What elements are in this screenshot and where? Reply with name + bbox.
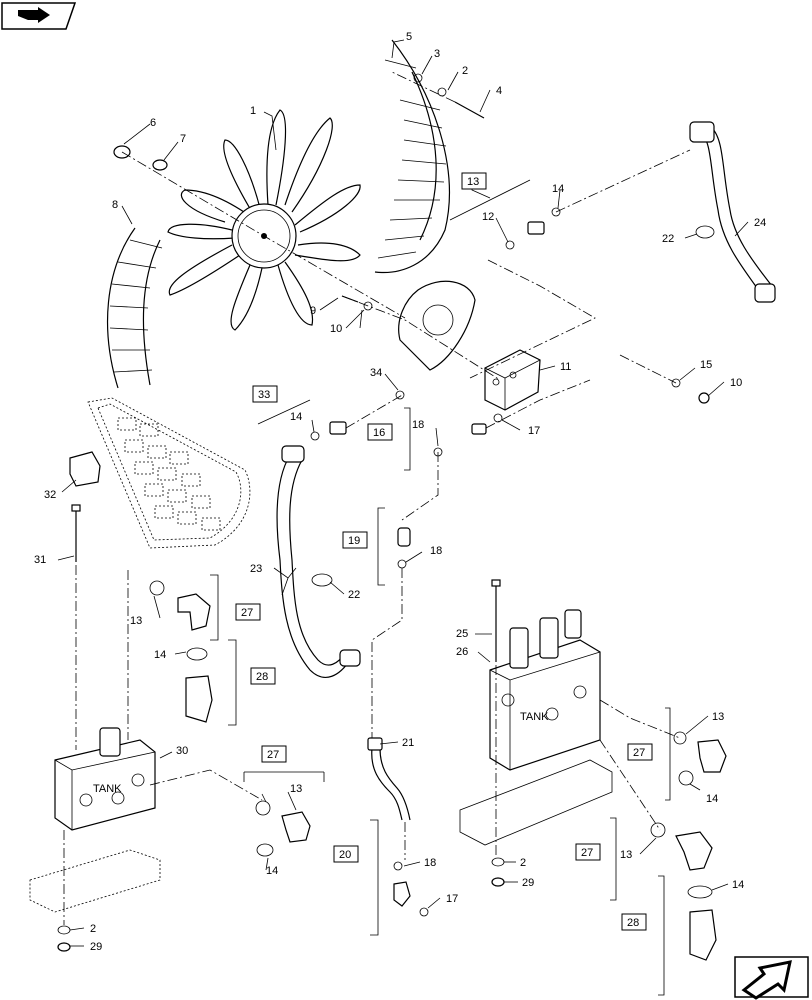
svg-text:13: 13 (467, 176, 479, 188)
callout-14: 14 (732, 879, 744, 891)
callout-32: 32 (44, 489, 56, 501)
callout-6: 6 (150, 117, 156, 129)
callout-30: 30 (176, 745, 188, 757)
assembly-lines (63, 71, 691, 925)
callout-13: 13 (712, 711, 724, 723)
callout-31: 31 (34, 554, 46, 566)
kit-label-27: 27 (261, 745, 287, 763)
kit-label-27: 27 (235, 603, 261, 621)
next-page-icon[interactable] (734, 956, 809, 1000)
callout-1: 1 (250, 105, 256, 117)
callout-14: 14 (266, 865, 278, 877)
hardware (57, 73, 727, 961)
callout-21: 21 (402, 737, 414, 749)
callout-22: 22 (662, 233, 674, 245)
mount-plate-right (459, 759, 613, 846)
svg-text:16: 16 (373, 427, 385, 439)
svg-text:27: 27 (241, 607, 253, 619)
svg-text:27: 27 (581, 847, 593, 859)
mount-plate-left (29, 849, 161, 913)
callout-26: 26 (456, 646, 468, 658)
callout-2: 2 (462, 65, 468, 77)
callout-10: 10 (730, 377, 742, 389)
kit-label-13: 13 (461, 172, 487, 190)
callout-13: 13 (290, 783, 302, 795)
callout-25: 25 (456, 628, 468, 640)
callout-23: 23 (250, 563, 262, 575)
callout-labels: 1 2 3 4 5 6 7 8 9 10 10 11 12 14 22 24 1… (34, 31, 766, 953)
hose-24 (689, 121, 776, 303)
callout-10: 10 (330, 323, 342, 335)
callout-13: 13 (620, 849, 632, 861)
callout-3: 3 (434, 48, 440, 60)
callout-29: 29 (90, 941, 102, 953)
svg-text:27: 27 (267, 749, 279, 761)
kit-label-28: 28 (250, 667, 276, 685)
callout-24: 24 (754, 217, 766, 229)
valve-block-left: TANK (54, 727, 156, 831)
callout-18: 18 (430, 545, 442, 557)
shroud (87, 397, 251, 549)
callout-14: 14 (154, 649, 166, 661)
callout-8: 8 (112, 199, 118, 211)
callout-2: 2 (520, 857, 526, 869)
callout-13: 13 (130, 615, 142, 627)
callout-17: 17 (528, 425, 540, 437)
fan-guard-left (107, 227, 163, 389)
fan-bracket (398, 280, 476, 371)
hose-23 (276, 445, 361, 678)
fan (167, 109, 361, 331)
tank-stamp-left: TANK (93, 783, 122, 795)
tube-21 (367, 737, 411, 821)
callout-22: 22 (348, 589, 360, 601)
kit-label-27: 27 (627, 743, 653, 761)
callout-11: 11 (560, 361, 571, 373)
kit-labels: 13 33 16 19 27 28 27 20 27 27 28 (235, 172, 653, 931)
callout-5: 5 (406, 31, 412, 43)
svg-text:19: 19 (348, 535, 360, 547)
svg-text:28: 28 (256, 671, 268, 683)
callout-4: 4 (496, 85, 502, 97)
valve-block-right: TANK (489, 609, 601, 771)
previous-page-icon[interactable] (1, 2, 77, 30)
callout-2: 2 (90, 923, 96, 935)
callout-17: 17 (446, 893, 458, 905)
kit-label-20: 20 (333, 845, 359, 863)
callout-9: 9 (310, 305, 316, 317)
kit-brackets (210, 176, 671, 996)
fan-motor (484, 349, 541, 411)
leaders (57, 39, 749, 947)
kit-label-27: 27 (575, 843, 601, 861)
callout-14: 14 (552, 183, 564, 195)
svg-text:33: 33 (258, 389, 270, 401)
callout-15: 15 (700, 359, 712, 371)
kit-label-19: 19 (342, 531, 368, 549)
callout-18: 18 (412, 419, 424, 431)
callout-34: 34 (370, 367, 382, 379)
callout-7: 7 (180, 133, 186, 145)
kit-label-33: 33 (252, 385, 278, 403)
callout-18: 18 (424, 857, 436, 869)
svg-text:20: 20 (339, 849, 351, 861)
callout-12: 12 (482, 211, 494, 223)
callout-14: 14 (706, 793, 718, 805)
fan-guard-right (374, 39, 450, 274)
callout-29: 29 (522, 877, 534, 889)
kit-label-16: 16 (367, 423, 393, 441)
kit-label-28: 28 (621, 913, 647, 931)
callout-14: 14 (290, 411, 302, 423)
tank-stamp-right: TANK (520, 711, 549, 723)
svg-text:28: 28 (627, 917, 639, 929)
svg-text:27: 27 (633, 747, 645, 759)
